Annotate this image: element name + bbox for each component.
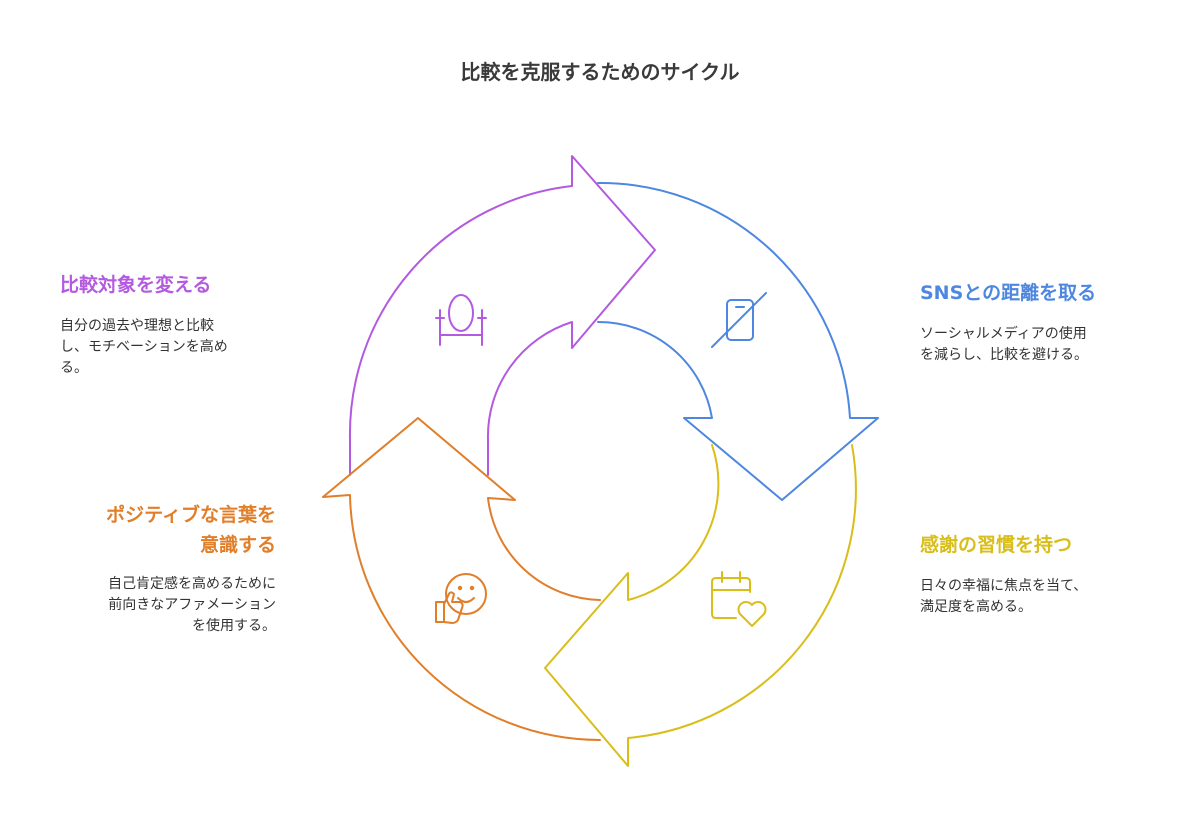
step-heading: ポジティブな言葉を意識する xyxy=(36,500,276,560)
step-description-line: し、モチベーションを高め xyxy=(60,339,228,355)
step-positive-words: ポジティブな言葉を意識する 自己肯定感を高めるために前向きなアファメーションを使… xyxy=(36,500,276,637)
step-compare-target: 比較対象を変える 自分の過去や理想と比較し、モチベーションを高める。 xyxy=(60,270,300,379)
step-description-line: 前向きなアファメーション xyxy=(108,597,276,613)
step-sns-distance: SNSとの距離を取る ソーシャルメディアの使用を減らし、比較を避ける。 xyxy=(920,278,1170,366)
step-description-line: を使用する。 xyxy=(192,618,276,634)
step-heading-line: ポジティブな言葉を xyxy=(106,504,276,526)
step-description-line: 日々の幸福に焦点を当て、 xyxy=(920,578,1088,594)
page-title: 比較を克服するためのサイクル xyxy=(460,60,740,84)
step-description-line: 自己肯定感を高めるために xyxy=(108,576,276,592)
smile-thumbs-up-icon xyxy=(435,573,487,624)
step-description: 日々の幸福に焦点を当て、満足度を高める。 xyxy=(920,576,1170,618)
step-description-line: 満足度を高める。 xyxy=(920,599,1032,615)
step-description-line: を減らし、比較を避ける。 xyxy=(920,347,1088,363)
mirror-icon xyxy=(435,294,487,346)
cycle-arrow-yellow xyxy=(544,444,857,767)
step-description-line: 自分の過去や理想と比較 xyxy=(60,318,214,334)
step-description: 自己肯定感を高めるために前向きなアファメーションを使用する。 xyxy=(36,574,276,637)
phone-off-icon xyxy=(711,292,767,348)
step-description-line: る。 xyxy=(60,360,88,376)
calendar-heart-icon xyxy=(711,571,767,627)
step-heading: SNSとの距離を取る xyxy=(920,282,1097,304)
cycle-arrow-purple xyxy=(348,155,656,476)
cycle-arrow-orange xyxy=(322,417,601,741)
step-heading: 感謝の習慣を持つ xyxy=(920,534,1073,556)
step-description-line: ソーシャルメディアの使用 xyxy=(920,326,1087,342)
step-description: ソーシャルメディアの使用を減らし、比較を避ける。 xyxy=(920,324,1170,366)
cycle-arrow-blue xyxy=(597,181,879,501)
step-heading-line: 意識する xyxy=(199,534,276,556)
step-description: 自分の過去や理想と比較し、モチベーションを高める。 xyxy=(60,316,300,379)
step-gratitude: 感謝の習慣を持つ 日々の幸福に焦点を当て、満足度を高める。 xyxy=(920,530,1170,618)
step-heading: 比較対象を変える xyxy=(60,274,212,296)
